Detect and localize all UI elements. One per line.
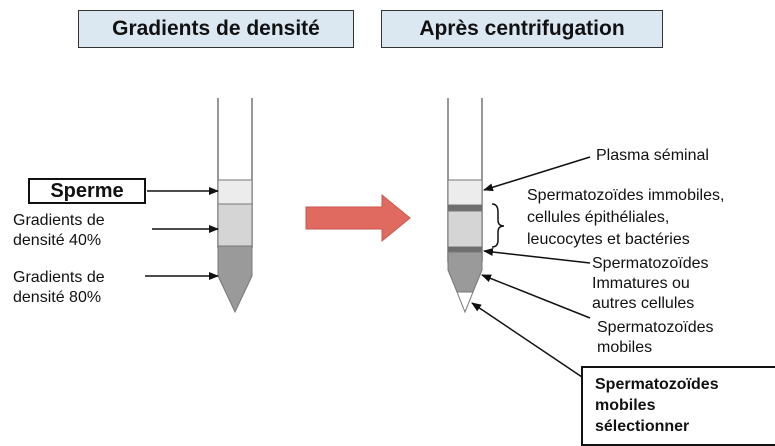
layer-middle xyxy=(447,210,483,248)
label-immobile-line1: Spermatozoïdes immobiles, xyxy=(527,187,725,204)
tube-after xyxy=(447,98,483,314)
transition-arrow xyxy=(305,193,411,243)
label-mobile-line1: Spermatozoïdes xyxy=(597,319,714,336)
layer-gradient-80 xyxy=(217,245,253,314)
label-sperme: Sperme xyxy=(28,178,146,204)
label-gradient-40-line1: Gradients de xyxy=(13,212,105,229)
label-mobile-line2: mobiles xyxy=(597,339,653,356)
label-gradient-80: Gradients de densité 80% xyxy=(13,268,105,308)
label-immature-line2: Immatures ou xyxy=(592,275,690,292)
label-immobile-line3: leucocytes et bactéries xyxy=(527,231,690,248)
layer-sperm xyxy=(217,179,253,205)
layer-plasma xyxy=(447,179,483,206)
label-selected-line2: mobiles xyxy=(595,397,656,414)
band-immobile-top xyxy=(448,205,482,211)
label-selected: Spermatozoïdes mobiles sélectionner xyxy=(581,366,775,446)
band-immature xyxy=(448,247,482,252)
label-gradient-40: Gradients de densité 40% xyxy=(13,211,105,251)
label-immobile-line2: cellules épithéliales, xyxy=(527,209,670,226)
header-after-centrifugation: Après centrifugation xyxy=(381,10,663,48)
layer-gradient-40 xyxy=(217,203,253,247)
label-gradient-80-line2: densité 80% xyxy=(13,289,102,306)
label-gradient-80-line1: Gradients de xyxy=(13,269,105,286)
label-immobile: Spermatozoïdes immobiles, cellules épith… xyxy=(527,185,724,251)
tube-before xyxy=(217,98,253,314)
layer-lower xyxy=(447,251,483,293)
label-immature: Spermatozoïdes Immatures ou autres cellu… xyxy=(592,254,709,314)
label-selected-line1: Spermatozoïdes xyxy=(595,376,719,393)
pellet-mobile xyxy=(456,291,474,314)
label-selected-line3: sélectionner xyxy=(595,418,690,435)
brace xyxy=(491,203,505,248)
label-gradient-40-line2: densité 40% xyxy=(13,232,102,249)
label-plasma: Plasma séminal xyxy=(596,147,709,164)
header-gradients: Gradients de densité xyxy=(78,10,354,48)
label-mobile: Spermatozoïdes mobiles xyxy=(597,318,714,358)
label-immature-line3: autres cellules xyxy=(592,295,695,312)
label-immature-line1: Spermatozoïdes xyxy=(592,255,709,272)
